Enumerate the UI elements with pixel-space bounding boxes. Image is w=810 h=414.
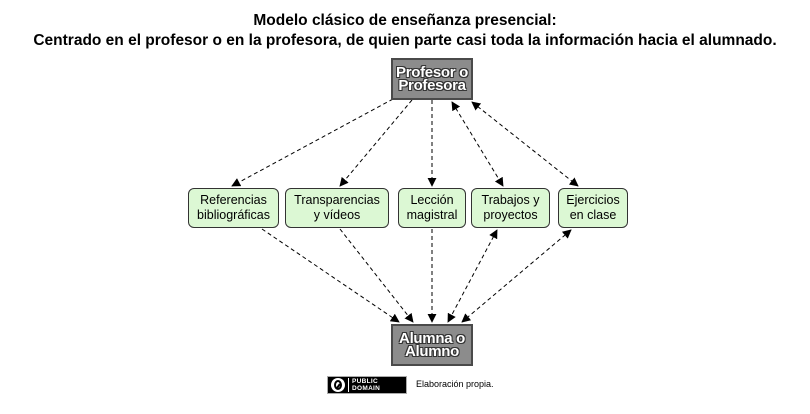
arrow-trabajos-student bbox=[447, 229, 498, 323]
node-ejercicios: Ejercicios en clase bbox=[558, 188, 628, 228]
node-referencias-line2: bibliográficas bbox=[197, 208, 270, 222]
node-leccion: Lección magistral bbox=[398, 188, 466, 228]
arrow-ejercicios-student bbox=[461, 229, 572, 323]
node-ejercicios-line2: en clase bbox=[569, 208, 617, 222]
node-student-line2: Alumno bbox=[404, 343, 460, 360]
arrow-teacher-to-transparencias bbox=[339, 99, 413, 187]
arrow-teacher-ejercicios bbox=[471, 101, 579, 187]
badge-divider bbox=[348, 378, 349, 392]
node-leccion-line1: Lección bbox=[410, 193, 454, 207]
arrow-referencias-to-student bbox=[261, 228, 400, 323]
badge-line2: DOMAIN bbox=[352, 385, 381, 392]
node-transparencias: Transparencias y vídeos bbox=[285, 188, 389, 228]
badge-line1: PUBLIC bbox=[352, 378, 378, 385]
node-leccion-line2: magistral bbox=[406, 208, 458, 222]
public-domain-badge: PUBLIC DOMAIN bbox=[327, 376, 407, 394]
node-student-line1: Alumna o bbox=[399, 330, 465, 347]
node-referencias: Referencias bibliográficas bbox=[188, 188, 279, 228]
arrow-teacher-trabajos bbox=[451, 101, 504, 187]
node-referencias-line1: Referencias bbox=[200, 193, 267, 207]
arrow-teacher-to-referencias bbox=[231, 98, 394, 187]
node-student: Alumna o Alumno bbox=[391, 324, 473, 366]
credit-text: Elaboración propia. bbox=[416, 379, 494, 389]
node-trabajos-line1: Trabajos y bbox=[481, 193, 540, 207]
diagram-subtitle: Centrado en el profesor o en la profesor… bbox=[33, 32, 777, 49]
node-ejercicios-line1: Ejercicios bbox=[566, 193, 620, 207]
arrow-transparencias-to-student bbox=[339, 228, 414, 323]
node-teacher: Profesor o Profesora bbox=[391, 58, 473, 100]
public-domain-icon bbox=[331, 378, 345, 392]
node-teacher-line1: Profesor o bbox=[395, 64, 468, 81]
node-teacher-line2: Profesora bbox=[398, 77, 466, 94]
node-trabajos-line2: proyectos bbox=[483, 208, 538, 222]
diagram-title: Modelo clásico de enseñanza presencial: bbox=[253, 12, 557, 29]
badge-text: PUBLIC DOMAIN bbox=[352, 378, 380, 392]
node-transparencias-line2: y vídeos bbox=[313, 208, 361, 222]
node-transparencias-line1: Transparencias bbox=[294, 193, 380, 207]
node-trabajos: Trabajos y proyectos bbox=[471, 188, 550, 228]
